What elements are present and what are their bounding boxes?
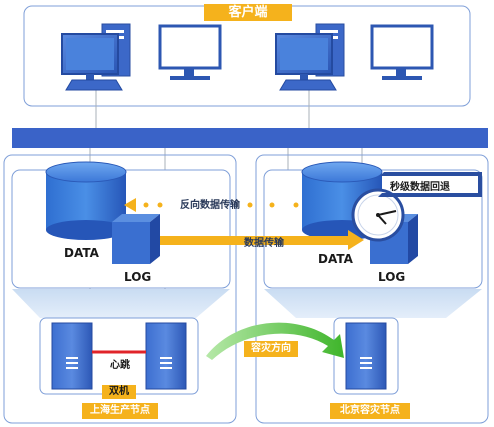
rollback-label-bars [378, 172, 482, 197]
shanghai-log-label: LOG [124, 270, 152, 284]
beijing-log-label: LOG [378, 270, 406, 284]
shanghai-funnel [12, 289, 230, 318]
reverse-transfer-label: 反向数据传输 [180, 200, 240, 211]
shanghai-server-1 [51, 322, 93, 390]
shanghai-node-box [3, 154, 237, 424]
shanghai-server-2 [145, 322, 187, 390]
client-computer-1 [61, 23, 131, 91]
dr-direction-label: 容灾方向 [244, 341, 298, 357]
client-label: 客户端 [204, 4, 292, 21]
shanghai-node-label: 上海生产节点 [82, 403, 158, 419]
beijing-node-label: 北京容灾节点 [330, 403, 410, 419]
forward-transfer-label: 数据传输 [244, 238, 284, 249]
beijing-funnel [264, 289, 482, 318]
beijing-server [345, 322, 387, 390]
reverse-transfer-arrow [124, 198, 299, 212]
clock-icon [351, 188, 405, 242]
rollback-label: 秒级数据回退 [390, 182, 450, 193]
dr-direction-arrow [206, 322, 344, 360]
client-computer-4 [370, 24, 434, 80]
shanghai-log-box [112, 214, 160, 264]
client-computer-2 [158, 24, 222, 80]
shanghai-data-label: DATA [64, 246, 99, 260]
client-computer-3 [275, 23, 345, 91]
beijing-data-label: DATA [318, 252, 353, 266]
dual-machine-label: 双机 [102, 385, 136, 399]
beijing-node-box [255, 154, 489, 424]
shanghai-data-cylinder [45, 161, 127, 240]
forward-transfer-arrow [160, 230, 364, 250]
heartbeat-label: 心跳 [110, 360, 130, 371]
network-bus [12, 128, 488, 148]
